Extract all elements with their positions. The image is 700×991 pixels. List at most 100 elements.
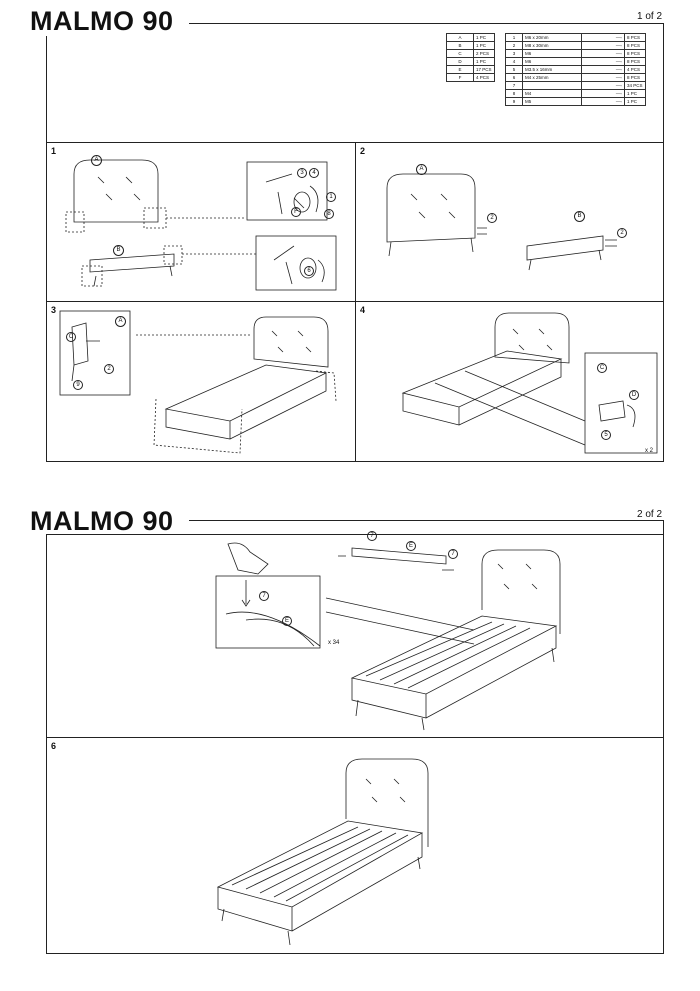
callout-4: 4 [309, 168, 319, 178]
hardware-quantity: 8 PCS [624, 73, 646, 82]
hardware-number: 3 [505, 49, 523, 58]
part-quantity: 2 PCS [473, 49, 495, 58]
callout-a-step2: A [416, 164, 427, 175]
hardware-quantity: 8 PCS [624, 49, 646, 58]
hardware-quantity: 4 PCS [624, 65, 646, 74]
panel-divider-horizontal-2 [46, 737, 664, 738]
page-2-number: 2 of 2 [637, 509, 663, 520]
step-2-illustration [386, 173, 617, 271]
hardware-quantity: 8 PCS [624, 33, 646, 42]
callout-a-step3: A [115, 316, 126, 327]
hardware-icon: —◦ [581, 41, 625, 50]
callout-f: F [291, 207, 301, 217]
hardware-description: M3.5 x 16mm [522, 65, 582, 74]
hardware-number: 4 [505, 57, 523, 66]
callout-2-step2a: 2 [487, 213, 497, 223]
callout-b-step1: B [113, 245, 124, 256]
page-1-number: 1 of 2 [637, 11, 663, 22]
headboard-a-shape [73, 159, 159, 223]
part-letter: F [446, 73, 474, 82]
footboard-b-shape [89, 253, 175, 273]
callout-3: 3 [297, 168, 307, 178]
part-letter: E [446, 65, 474, 74]
callout-c-step4: C [597, 363, 607, 373]
hardware-quantity: 8 PCS [624, 57, 646, 66]
callout-7-top-right: 7 [448, 549, 458, 559]
step-3-illustration [59, 310, 337, 454]
page-2-right-border-top [663, 520, 664, 534]
part-quantity: 1 PC [473, 33, 495, 42]
step-6-illustration [216, 758, 429, 946]
page-2-panel-grid [46, 534, 664, 954]
page-1-left-border [46, 36, 47, 142]
part-letter: B [446, 41, 474, 50]
callout-5: 5 [601, 430, 611, 440]
part-letter: D [446, 57, 474, 66]
hardware-icon: —◦ [581, 97, 625, 106]
hardware-icon: —◦ [581, 65, 625, 74]
callout-9: 9 [73, 380, 83, 390]
hardware-icon: —◦ [581, 33, 625, 42]
hardware-number: 1 [505, 33, 523, 42]
callout-7-detail: 7 [259, 591, 269, 601]
hardware-description: M8 x 30mm [522, 41, 582, 50]
callout-8: 8 [324, 209, 334, 219]
panel-divider-horizontal [46, 301, 664, 302]
step-3-number: 3 [51, 305, 57, 315]
hardware-number: 9 [505, 97, 523, 106]
hardware-icon: —◦ [581, 89, 625, 98]
callout-a-step1: A [91, 155, 102, 166]
page-1-title: MALMO 90 [30, 6, 174, 36]
step-6-number: 6 [51, 741, 57, 751]
hardware-icon: —◦ [581, 49, 625, 58]
hardware-quantity: 1 PC [624, 89, 646, 98]
callout-b-step2: B [574, 211, 585, 222]
step-1-number: 1 [51, 146, 57, 156]
title-rule [189, 23, 663, 24]
callout-6: 6 [304, 266, 314, 276]
callout-1: 1 [326, 192, 336, 202]
callout-c-step3: C [66, 332, 76, 342]
callout-2-step2b: 2 [617, 228, 627, 238]
page-2-title: MALMO 90 [30, 506, 174, 536]
step-5-illustration [215, 542, 561, 731]
part-quantity: 4 PCS [473, 73, 495, 82]
multiplier-x2: x 2 [645, 448, 654, 454]
panel-divider-vertical [355, 142, 356, 462]
hardware-description: M4 x 25mm [522, 73, 582, 82]
hardware-number: 8 [505, 89, 523, 98]
hardware-number: 6 [505, 73, 523, 82]
part-letter: C [446, 49, 474, 58]
hardware-icon: —◦ [581, 81, 625, 90]
step-2-number: 2 [360, 146, 366, 156]
title-rule-2 [189, 520, 663, 521]
callout-d-step4: D [629, 390, 639, 400]
step-4-number: 4 [360, 305, 366, 315]
multiplier-x34: x 34 [328, 640, 340, 646]
part-quantity: 1 PC [473, 57, 495, 66]
hardware-description: M4 [522, 89, 582, 98]
page-1-right-border [663, 23, 664, 143]
part-quantity: 1 PC [473, 41, 495, 50]
hardware-number: 2 [505, 41, 523, 50]
hardware-icon: —◦ [581, 57, 625, 66]
hardware-number: 5 [505, 65, 523, 74]
step-1-illustration [65, 159, 337, 291]
hardware-quantity: 8 PCS [624, 41, 646, 50]
callout-e-top: E [406, 541, 416, 551]
hardware-description: M6 x 20mm [522, 33, 582, 42]
